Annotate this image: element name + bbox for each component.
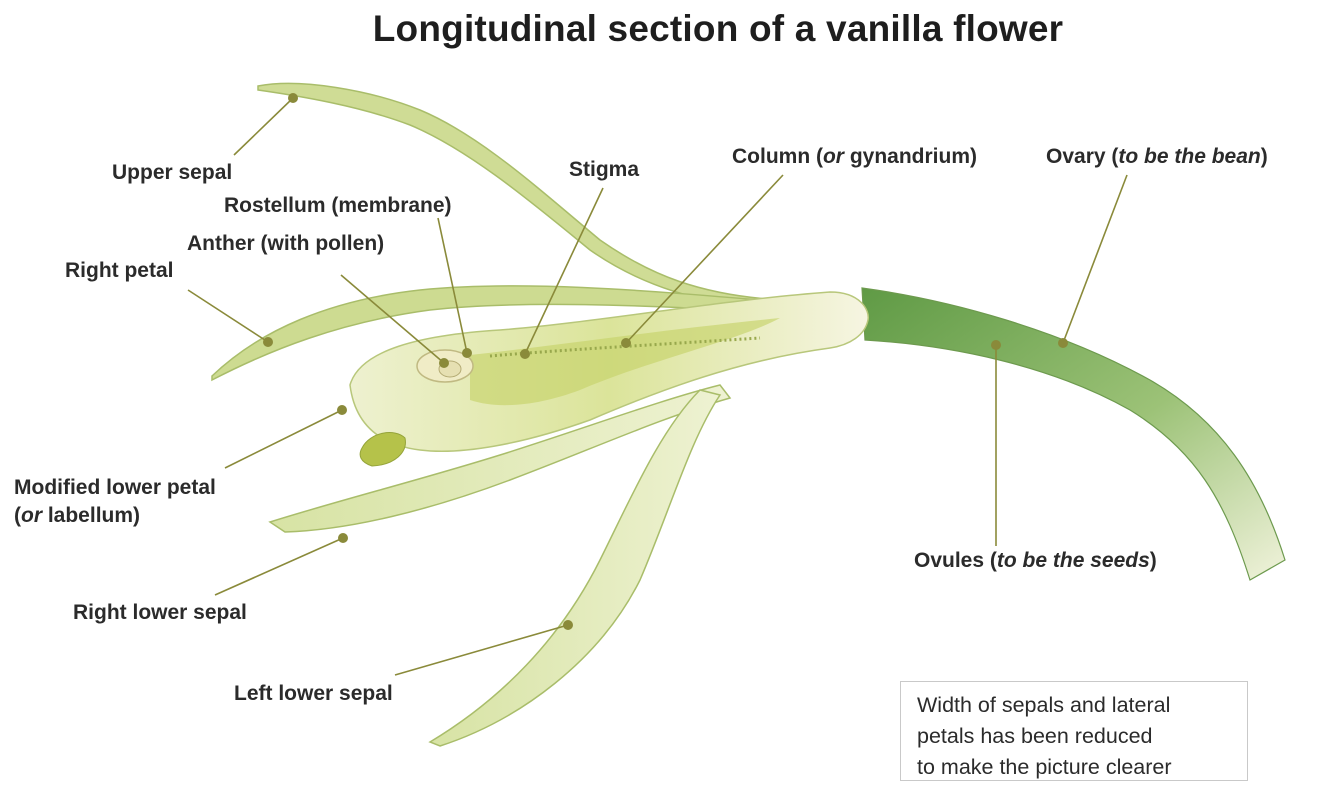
label-labellum: Modified lower petal (or labellum) [14, 474, 216, 531]
label-ovary: Ovary (to be the bean) [1046, 143, 1268, 171]
note-line-1: Width of sepals and lateral [917, 690, 1247, 721]
ovary-shape [862, 288, 1285, 580]
note-line-3: to make the picture clearer [917, 752, 1247, 783]
label-left-lower-sepal: Left lower sepal [234, 680, 393, 708]
label-right-lower-sepal: Right lower sepal [73, 599, 247, 627]
note-line-2: petals has been reduced [917, 721, 1247, 752]
label-rostellum: Rostellum (membrane) [224, 192, 452, 220]
label-stigma: Stigma [569, 156, 639, 184]
label-ovules: Ovules (to be the seeds) [914, 547, 1157, 575]
label-upper-sepal: Upper sepal [112, 159, 232, 187]
label-anther: Anther (with pollen) [187, 230, 384, 258]
labellum-tip-shape [360, 433, 405, 466]
label-right-petal: Right petal [65, 257, 174, 285]
note-box: Width of sepals and lateral petals has b… [900, 681, 1248, 781]
label-column: Column (or gynandrium) [732, 143, 977, 171]
